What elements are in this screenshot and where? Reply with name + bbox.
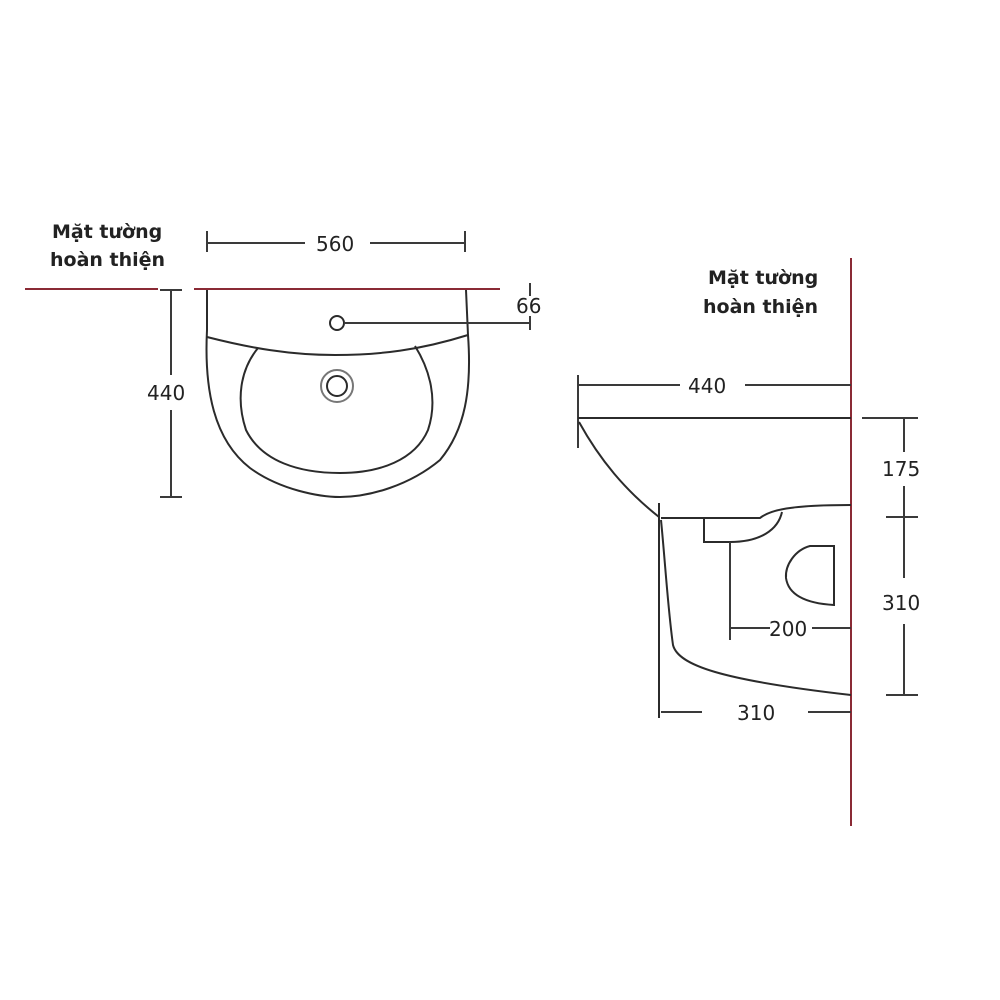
drain-inner-ring-icon xyxy=(326,375,348,397)
tap-hole-icon xyxy=(329,315,345,331)
drain-outer-ring-icon xyxy=(320,369,354,403)
basin-bowl-outline xyxy=(239,345,434,475)
mount-height-dim-label: 310 xyxy=(882,591,920,615)
front-wall-label-line2: hoàn thiện xyxy=(50,249,165,271)
height-dimension: 440 xyxy=(147,289,185,498)
depth-dimension: 440 xyxy=(577,374,851,448)
pedestal-outline xyxy=(660,519,852,696)
width-dim-label: 560 xyxy=(316,232,354,256)
overflow-outline xyxy=(784,545,835,607)
basin-rim-line xyxy=(206,334,469,357)
pedestal-depth-dim-label: 310 xyxy=(737,701,775,725)
front-wall-label-line1: Mặt tường xyxy=(52,221,162,243)
top-to-mount-dim-label: 175 xyxy=(882,457,920,481)
basin-outer-outline xyxy=(205,289,471,499)
tap-offset-dim-label: 66 xyxy=(516,294,541,318)
basin-underside-line xyxy=(661,504,852,519)
height-dim-label: 440 xyxy=(147,381,185,405)
width-dimension: 560 xyxy=(206,231,466,256)
depth-dim-label: 440 xyxy=(688,374,726,398)
basin-front-curve xyxy=(578,421,660,518)
side-view: Mặt tường hoàn thiện 440 200 xyxy=(577,258,920,826)
drain-offset-dim-label: 200 xyxy=(769,617,807,641)
front-view: Mặt tường hoàn thiện 560 440 xyxy=(25,221,541,499)
side-wall-label-line1: Mặt tường xyxy=(708,267,818,289)
side-wall-label-line2: hoàn thiện xyxy=(703,296,818,318)
drain-offset-dimension: 200 xyxy=(729,542,851,641)
pedestal-depth-dimension: 310 xyxy=(661,701,851,725)
vertical-dimensions: 175 310 xyxy=(862,417,920,696)
basin-bracket-outline xyxy=(703,511,783,543)
